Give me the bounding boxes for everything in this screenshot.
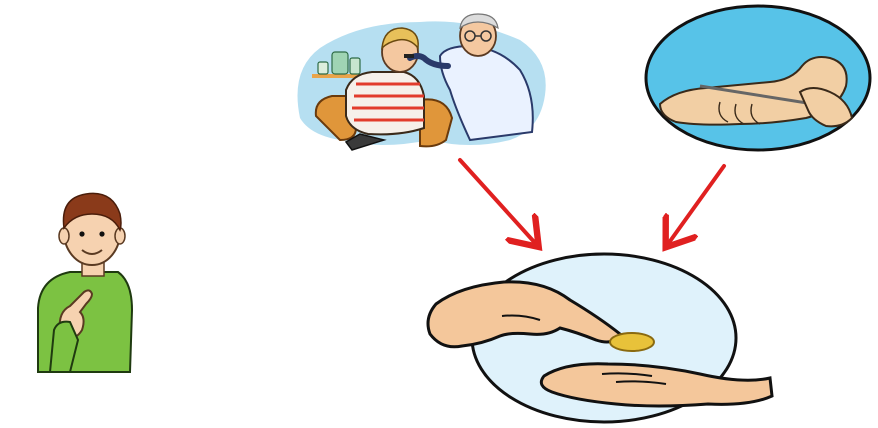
- foot-nail-trimming-illustration: [646, 6, 870, 150]
- pointing-self-icon: [38, 193, 132, 372]
- red-arrow-right: [668, 166, 724, 244]
- hand-giving-coin-illustration: [428, 254, 772, 422]
- barber-haircut-illustration: [298, 14, 546, 150]
- red-arrow-left: [460, 160, 536, 244]
